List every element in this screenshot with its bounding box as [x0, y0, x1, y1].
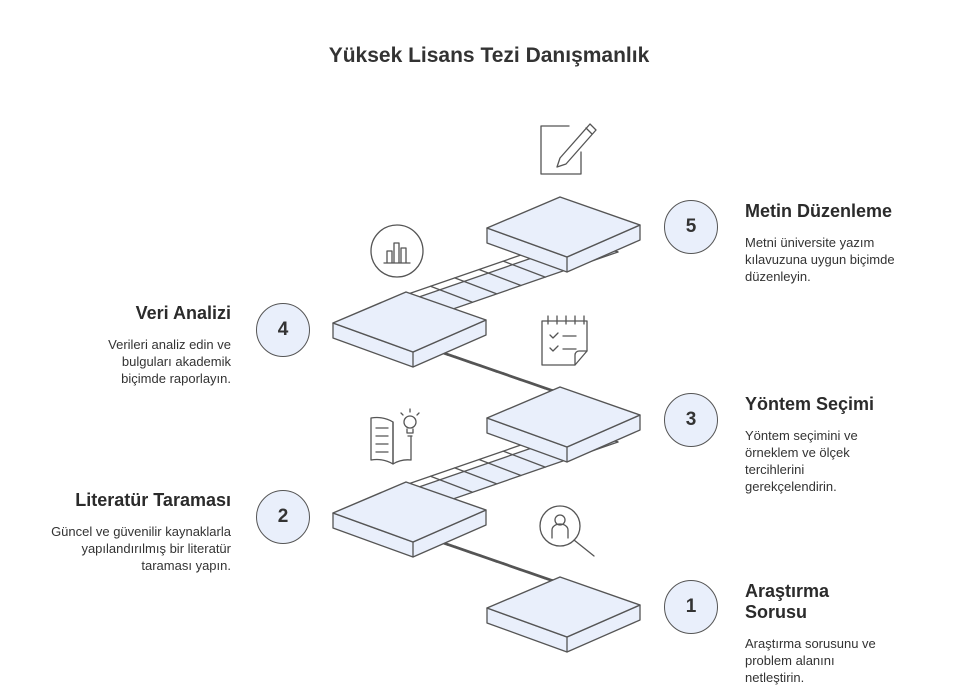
step-number-4: 4: [256, 303, 310, 357]
step-5: Metin Düzenleme Metni üniversite yazım k…: [745, 201, 935, 285]
stair-step: [454, 277, 498, 295]
stair-step: [454, 467, 498, 485]
person-search-icon: [539, 505, 595, 557]
landing-5: [486, 196, 641, 273]
step-3: Yöntem Seçimi Yöntem seçimini ve örnekle…: [745, 394, 880, 495]
stair-step: [502, 260, 546, 278]
step-title: Metin Düzenleme: [745, 201, 893, 221]
step-1: Araştırma Sorusu Araştırma sorusunu ve p…: [745, 581, 895, 686]
step-4: Veri Analizi Verileri analiz edin ve bul…: [41, 303, 231, 387]
landing-3: [486, 386, 641, 463]
step-description: Verileri analiz edin ve bulguları akadem…: [108, 337, 231, 386]
step-description: Yöntem seçimini ve örneklem ve ölçek ter…: [745, 428, 858, 494]
step-title: Literatür Taraması: [75, 490, 231, 510]
landing-2: [332, 481, 487, 558]
landing-top: [486, 386, 641, 448]
step-description: Metni üniversite yazım kılavuzuna uygun …: [745, 235, 895, 284]
landing-top: [486, 196, 641, 258]
book-lightbulb-icon: [370, 408, 420, 465]
step-number-5: 5: [664, 200, 718, 254]
checklist-icon: [541, 315, 588, 366]
landing-top: [486, 576, 641, 638]
stair-step: [429, 285, 474, 303]
page-title: Yüksek Lisans Tezi Danışmanlık: [328, 44, 650, 67]
stair-step: [502, 450, 546, 468]
step-title: Araştırma Sorusu: [745, 581, 830, 622]
document-pen-icon: [540, 123, 597, 175]
stair-step: [478, 458, 522, 477]
landing-top: [332, 481, 487, 543]
stair-step: [429, 475, 474, 493]
step-description: Güncel ve güvenilir kaynaklarla yapıland…: [51, 524, 231, 573]
step-number-2: 2: [256, 490, 310, 544]
step-number-1: 1: [664, 580, 718, 634]
landing-top: [332, 291, 487, 353]
bar-chart-icon: [370, 224, 424, 278]
step-title: Veri Analizi: [135, 303, 231, 323]
landing-4: [332, 291, 487, 368]
landing-1: [486, 576, 641, 653]
stair-step: [478, 268, 522, 287]
step-description: Araştırma sorusunu ve problem alanını ne…: [745, 636, 876, 685]
step-2: Literatür Taraması Güncel ve güvenilir k…: [41, 490, 231, 574]
step-number-3: 3: [664, 393, 718, 447]
step-title: Yöntem Seçimi: [745, 394, 875, 414]
